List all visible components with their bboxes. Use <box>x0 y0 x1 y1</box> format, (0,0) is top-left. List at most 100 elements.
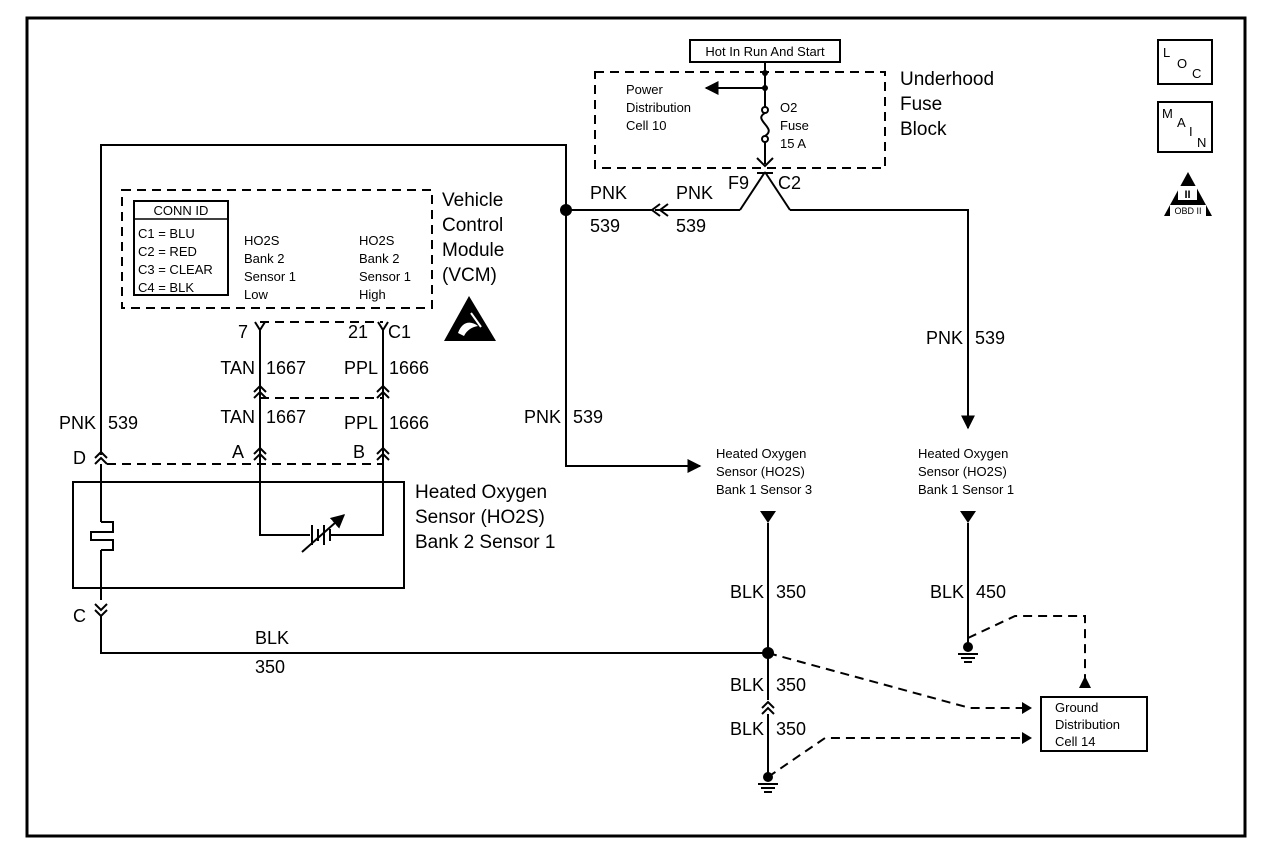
ground-distribution-box[interactable]: Ground Distribution Cell 14 <box>1040 696 1148 752</box>
svg-text:Module: Module <box>442 240 504 261</box>
ho2s-bank2-sensor1-box <box>72 481 405 589</box>
ho2s-bank1-sensor3-title: Heated Oxygen Sensor (HO2S) Bank 1 Senso… <box>716 446 812 497</box>
svg-text:Cell 10: Cell 10 <box>626 118 666 133</box>
wire-color-label: PPL <box>344 358 378 378</box>
svg-text:HO2S: HO2S <box>244 233 280 248</box>
svg-text:Power: Power <box>626 82 664 97</box>
loc-badge-letter: C <box>1192 66 1201 81</box>
conn-id-row: C3 = CLEAR <box>138 262 213 277</box>
wire-number-label: 1666 <box>389 413 429 433</box>
svg-text:O2: O2 <box>780 100 797 115</box>
svg-text:Fuse: Fuse <box>900 94 942 115</box>
wire-color-label: PNK <box>524 407 561 427</box>
wire-number-label: 350 <box>255 657 285 677</box>
wire-number-label: 1667 <box>266 358 306 378</box>
pin-number-label: 7 <box>238 322 248 342</box>
esd-sensitive-icon <box>444 296 496 341</box>
wire-number-label: 1667 <box>266 407 306 427</box>
vcm-pin-low-label: HO2S Bank 2 Sensor 1 Low <box>244 233 296 302</box>
heater-icon <box>90 521 114 551</box>
power-distribution-label: Power Distribution Cell 10 <box>626 82 691 133</box>
wire-number-label: 539 <box>975 328 1005 348</box>
pin-d-label: D <box>73 448 86 468</box>
wire-color-label: PNK <box>926 328 963 348</box>
svg-text:Sensor 1: Sensor 1 <box>244 269 296 284</box>
main-badge-letter: A <box>1177 115 1186 130</box>
ho2s-bank2-sensor1-title: Heated Oxygen Sensor (HO2S) Bank 2 Senso… <box>415 482 555 553</box>
terminal-marker <box>760 511 776 523</box>
terminal-marker <box>960 511 976 523</box>
svg-text:Heated Oxygen: Heated Oxygen <box>918 446 1008 461</box>
svg-text:Low: Low <box>244 287 268 302</box>
svg-text:Control: Control <box>442 215 503 236</box>
svg-text:(VCM): (VCM) <box>442 265 497 286</box>
main-badge-letter: M <box>1162 106 1173 121</box>
svg-text:Heated Oxygen: Heated Oxygen <box>716 446 806 461</box>
wire-color-label: PPL <box>344 413 378 433</box>
wire-number-label: 539 <box>573 407 603 427</box>
conn-id-table: CONN ID C1 = BLU C2 = RED C3 = CLEAR C4 … <box>133 200 229 296</box>
wire-color-label: BLK <box>730 719 764 739</box>
obd-label: OBD II <box>1174 206 1201 216</box>
ground-dist-ref-line <box>767 652 1022 709</box>
svg-text:Vehicle: Vehicle <box>442 190 503 211</box>
svg-text:Bank 1 Sensor 3: Bank 1 Sensor 3 <box>716 482 812 497</box>
obd-numeral: II <box>1184 189 1190 201</box>
hot-in-run-label: Hot In Run And Start <box>705 44 825 59</box>
pnk-539-wire <box>790 209 975 430</box>
svg-text:Bank 1 Sensor 1: Bank 1 Sensor 1 <box>918 482 1014 497</box>
conn-id-row: C1 = BLU <box>138 226 195 241</box>
svg-text:Distribution: Distribution <box>626 100 691 115</box>
fuse-block-title: Underhood Fuse Block <box>900 69 994 140</box>
ground-dist-ref-line <box>967 615 1086 682</box>
sensor-element-icon <box>300 514 346 553</box>
wire-number-label: 350 <box>776 582 806 602</box>
wire-color-label: BLK <box>255 628 289 648</box>
wire-number-label: 1666 <box>389 358 429 378</box>
wire-color-label: PNK <box>590 183 627 203</box>
loc-badge-letter: L <box>1163 45 1170 60</box>
svg-text:Bank 2: Bank 2 <box>359 251 399 266</box>
vcm-pin-high-label: HO2S Bank 2 Sensor 1 High <box>359 233 411 302</box>
svg-text:Sensor (HO2S): Sensor (HO2S) <box>918 464 1007 479</box>
wire-color-label: BLK <box>730 675 764 695</box>
connector-c1-label: C1 <box>388 322 411 342</box>
svg-text:High: High <box>359 287 386 302</box>
svg-text:Block: Block <box>900 119 947 140</box>
svg-text:Bank 2 Sensor 1: Bank 2 Sensor 1 <box>415 532 555 553</box>
main-badge-letter: N <box>1197 135 1206 150</box>
connector-f9-label: F9 <box>728 173 749 193</box>
vcm-title: Vehicle Control Module (VCM) <box>442 190 504 286</box>
svg-text:Sensor 1: Sensor 1 <box>359 269 411 284</box>
svg-text:Sensor (HO2S): Sensor (HO2S) <box>716 464 805 479</box>
svg-text:Sensor (HO2S): Sensor (HO2S) <box>415 507 545 528</box>
ho2s-bank1-sensor1-title: Heated Oxygen Sensor (HO2S) Bank 1 Senso… <box>918 446 1014 497</box>
pin-number-label: 21 <box>348 322 368 342</box>
wire-color-label: BLK <box>730 582 764 602</box>
conn-id-row: C4 = BLK <box>138 280 194 295</box>
fuse-label: O2 Fuse 15 A <box>780 100 809 151</box>
vcm-outline <box>121 189 433 309</box>
wire-number-label: 350 <box>776 675 806 695</box>
wire-color-label: PNK <box>59 413 96 433</box>
fuse-block-outline <box>594 71 886 169</box>
main-badge[interactable]: M A I N <box>1157 101 1213 153</box>
svg-text:Underhood: Underhood <box>900 69 994 90</box>
svg-text:Heated Oxygen: Heated Oxygen <box>415 482 547 503</box>
hot-in-run-box: Hot In Run And Start <box>689 39 841 63</box>
ground-icon <box>958 642 978 663</box>
fuse-icon <box>760 112 770 137</box>
svg-text:Ground: Ground <box>1055 700 1098 715</box>
diagram-frame <box>25 16 1247 838</box>
loc-badge-letter: O <box>1177 56 1187 71</box>
loc-badge[interactable]: L O C <box>1157 39 1213 85</box>
wire-number-label: 539 <box>108 413 138 433</box>
conn-id-row: C2 = RED <box>138 244 197 259</box>
svg-text:Bank 2: Bank 2 <box>244 251 284 266</box>
blk-350-wire <box>100 616 768 654</box>
wire-color-label: TAN <box>220 407 255 427</box>
pin-c-label: C <box>73 606 86 626</box>
svg-text:Fuse: Fuse <box>780 118 809 133</box>
wire-number-label: 350 <box>776 719 806 739</box>
